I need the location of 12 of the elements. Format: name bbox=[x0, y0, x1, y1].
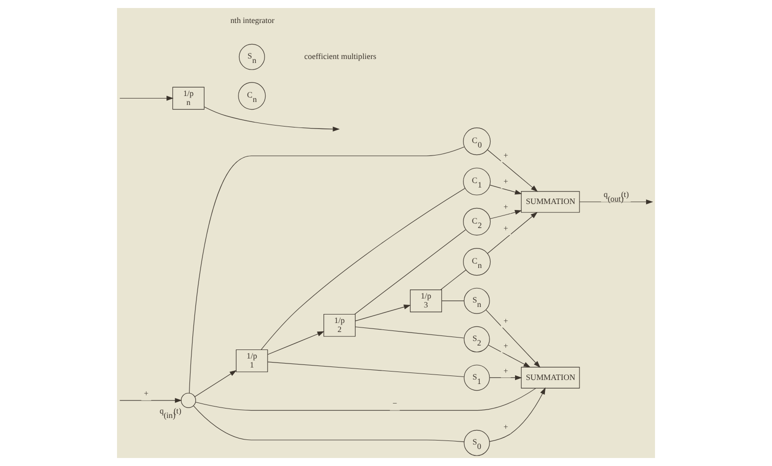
edge-label: + bbox=[504, 202, 508, 212]
edge-label: + bbox=[504, 177, 508, 186]
edge-label: − bbox=[392, 399, 398, 408]
edge-label: + bbox=[504, 316, 508, 326]
edge-label: + bbox=[504, 341, 508, 350]
edge-label: + bbox=[504, 151, 508, 160]
edge-label: + bbox=[504, 422, 508, 432]
label: nth integrator bbox=[230, 16, 274, 25]
edge-label: + bbox=[504, 224, 508, 233]
label: coefficient multipliers bbox=[304, 52, 376, 62]
edge-label: + bbox=[504, 366, 508, 376]
edge-label: + bbox=[144, 389, 148, 398]
